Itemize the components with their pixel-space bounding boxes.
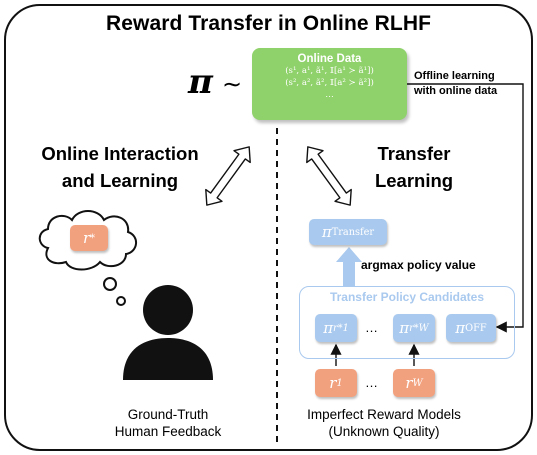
imperfect-reward-caption-line-1: Imperfect Reward Models xyxy=(307,407,461,422)
online-data-line-1: (s¹, a¹, ã¹, 𝕀[a¹ ≻ ã¹]) xyxy=(285,66,374,76)
transfer-learning-line-2: Learning xyxy=(374,170,454,191)
ground-truth-caption-line-1: Ground-Truth xyxy=(127,407,209,422)
sampling-tilde: ∼ xyxy=(222,70,243,98)
pi-transfer-sub: Transfer xyxy=(331,226,375,238)
candidate-pi-rW-symbol: π xyxy=(399,319,410,337)
imperfect-reward-caption-line-2: (Unknown Quality) xyxy=(328,424,440,439)
transfer-candidates-title: Transfer Policy Candidates xyxy=(329,290,485,304)
argmax-arrow-icon xyxy=(336,247,362,286)
ground-truth-caption-line-2: Human Feedback xyxy=(114,424,222,439)
candidate-ellipsis: … xyxy=(365,320,378,335)
online-interaction-heading: Online Interaction and Learning xyxy=(20,140,220,194)
person-icon xyxy=(123,285,213,380)
ground-truth-caption: Ground-Truth Human Feedback xyxy=(73,406,263,440)
candidate-pi-rW-sub: r*W xyxy=(409,322,429,334)
policy-symbol: π xyxy=(188,62,213,102)
pi-transfer-symbol: π xyxy=(321,223,332,241)
reward-model-rW-symbol: r xyxy=(405,374,413,392)
online-data-title: Online Data xyxy=(297,53,362,65)
online-data-line-2: (s², a², ã², 𝕀[a² ≻ ã²]) xyxy=(285,78,374,88)
right-double-arrow-icon xyxy=(306,146,352,206)
diagram-title: Reward Transfer in Online RLHF xyxy=(105,12,432,35)
ground-truth-reward-node: r* xyxy=(70,225,108,251)
transfer-learning-heading: Transfer Learning xyxy=(354,140,474,194)
candidate-pi-r1-symbol: π xyxy=(323,319,334,337)
outer-frame xyxy=(4,4,533,451)
reward-model-r1-sup: 1 xyxy=(336,377,343,389)
left-double-arrow-icon xyxy=(205,146,251,206)
candidate-pi-off-symbol: π xyxy=(455,319,466,337)
reward-model-rW-sup: W xyxy=(412,377,423,389)
ground-truth-reward-symbol: r xyxy=(82,229,91,247)
offline-learning-label: Offline learning with online data xyxy=(414,69,497,99)
offline-learning-connector xyxy=(407,83,524,333)
argmax-label: argmax policy value xyxy=(361,258,476,272)
reward-models-ellipsis: … xyxy=(365,375,378,390)
online-data-line-3: … xyxy=(325,90,334,100)
imperfect-reward-caption: Imperfect Reward Models (Unknown Quality… xyxy=(284,406,484,440)
candidate-pi-r1-sub: r*1 xyxy=(333,322,349,334)
online-interaction-line-1: Online Interaction xyxy=(41,143,199,164)
online-interaction-line-2: and Learning xyxy=(61,170,179,191)
offline-learning-line-2: with online data xyxy=(414,85,498,97)
online-data-box: Online Data (s¹, a¹, ã¹, 𝕀[a¹ ≻ ã¹]) (s²… xyxy=(252,48,407,120)
transfer-candidates-box xyxy=(299,286,515,359)
candidate-pi-off-sub: OFF xyxy=(465,322,487,334)
offline-learning-line-1: Offline learning xyxy=(414,70,495,82)
reward-model-r1-symbol: r xyxy=(329,374,337,392)
ground-truth-reward-sup: * xyxy=(90,232,96,244)
transfer-learning-line-1: Transfer xyxy=(377,143,451,164)
